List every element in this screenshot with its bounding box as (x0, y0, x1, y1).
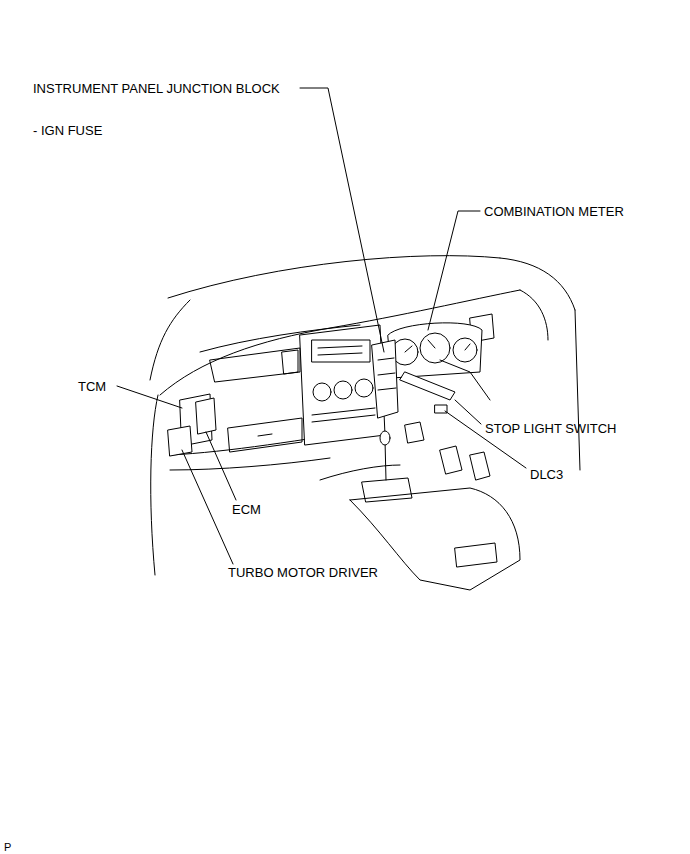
part-label: TCM (78, 379, 106, 394)
fuse-label: - IGN FUSE (33, 123, 102, 138)
part-label: INSTRUMENT PANEL JUNCTION BLOCK (33, 81, 280, 96)
part-label: DLC3 (530, 467, 563, 482)
part-label: STOP LIGHT SWITCH (485, 421, 616, 436)
figure-code: P (4, 840, 11, 854)
part-label: TURBO MOTOR DRIVER (228, 565, 378, 580)
part-label: COMBINATION METER (484, 204, 624, 219)
part-label: ECM (232, 502, 261, 517)
